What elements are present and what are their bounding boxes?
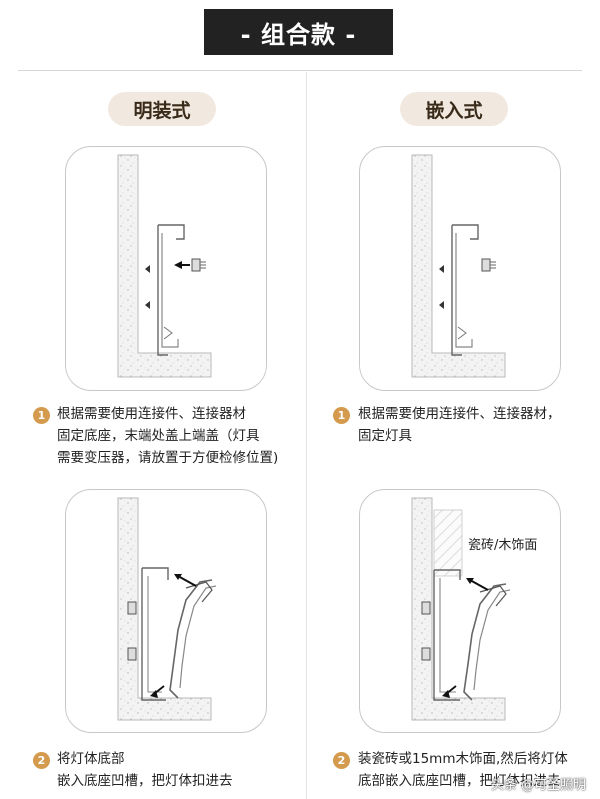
column-divider — [306, 72, 307, 799]
step-number-badge: 2 — [333, 752, 350, 769]
tile-wood-label: 瓷砖/木饰面 — [468, 538, 538, 553]
surface-step2-text: 将灯体底部 嵌入底座凹槽，把灯体扣进去 — [57, 751, 233, 789]
recessed-diagram — [411, 154, 506, 378]
diagram-card-surface-step2 — [65, 489, 267, 733]
diagram-card-recessed-step2: 瓷砖/木饰面 — [359, 489, 561, 733]
watermark: 头条 @可圣照明 — [490, 778, 586, 793]
recessed-title: 嵌入式 — [400, 92, 508, 126]
surface-mount-diagram — [117, 154, 212, 378]
surface-mount-title: 明装式 — [108, 92, 216, 126]
step-number-badge: 1 — [333, 407, 350, 424]
step-number-badge: 2 — [33, 752, 50, 769]
header-divider — [18, 70, 582, 71]
diagram-card-surface-step1 — [65, 146, 267, 391]
recessed-step2-text: 装瓷砖或15mm木饰面,然后将灯体 底部嵌入底座凹槽，把灯体扣进去 — [358, 751, 568, 789]
recessed-install-diagram — [411, 497, 511, 721]
diagram-card-recessed-step1 — [359, 146, 561, 391]
surface-step1-text: 根据需要使用连接件、连接器材 固定底座，末端处盖上端盖（灯具 需要变压器，请放置… — [57, 406, 279, 466]
recessed-step1-text: 根据需要使用连接件、连接器材， 固定灯具 — [358, 406, 561, 444]
surface-install-diagram — [117, 497, 217, 721]
step-number-badge: 1 — [33, 407, 50, 424]
page-title: - 组合款 - — [204, 9, 393, 55]
